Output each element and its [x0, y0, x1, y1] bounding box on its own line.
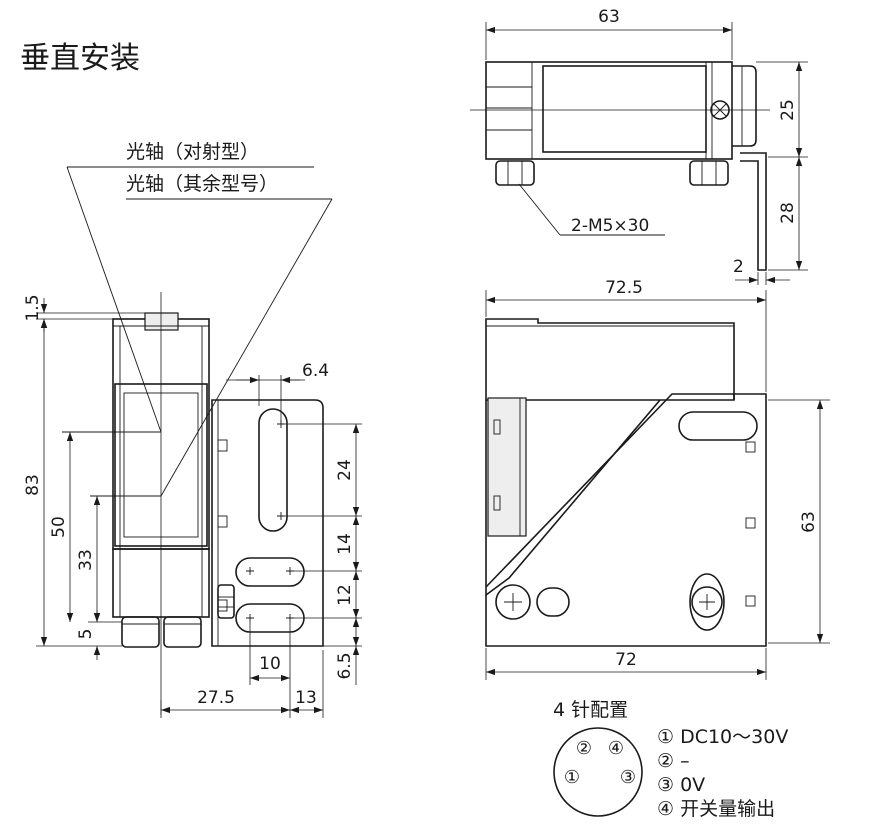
dim-slot-10: 10: [259, 654, 281, 674]
top-nut-right: [689, 160, 729, 186]
side-screw-right-outer: [689, 573, 725, 631]
top-sensor-body: [485, 61, 733, 160]
dim-slot-offset: 6.4: [302, 361, 329, 381]
dim-side-height: 63: [799, 511, 819, 533]
side-screw-left: [495, 584, 531, 620]
dim-top-height: 25: [778, 99, 798, 121]
label-axis-others: 光轴（其余型号）: [126, 173, 278, 195]
dim-side-bottom-width: 72: [615, 650, 637, 670]
front-view: 光轴（对射型） 光轴（其余型号）: [23, 141, 362, 718]
front-top-cap: [144, 312, 179, 331]
dim-slot-12: 12: [335, 584, 355, 606]
pin-legend-2: ② –: [657, 750, 690, 772]
label-axis-through-beam: 光轴（对射型）: [126, 141, 259, 163]
front-connector-right: [163, 616, 202, 648]
pin-legend-4: ④ 开关量输出: [657, 798, 775, 820]
pin-legend-1: ① DC10～30V: [657, 726, 788, 748]
dim-front-axis-50: 50: [49, 516, 69, 538]
dim-front-top-gap: 1.5: [23, 294, 43, 321]
side-slot: [678, 411, 758, 441]
top-connector: [732, 65, 757, 147]
side-screw-right: [691, 586, 723, 618]
dim-slot-6-5: 6.5: [335, 652, 355, 679]
connector-pinout: 4 针配置 ② ④ ① ③ ① DC10～30V ② – ③ 0V ④ 开关量输…: [553, 699, 788, 820]
connector-face: [553, 727, 643, 817]
dim-slot-14: 14: [335, 533, 355, 555]
pin-legend-3: ③ 0V: [657, 774, 705, 796]
top-screw: [710, 100, 730, 120]
dim-side-width: 72.5: [605, 278, 643, 298]
top-bracket: [740, 152, 767, 271]
connector-title: 4 针配置: [553, 699, 628, 721]
pin-2: ②: [576, 738, 592, 759]
dim-front-height: 83: [23, 474, 43, 496]
label-screw-spec: 2-M5×30: [571, 216, 649, 236]
front-connector-left: [121, 616, 160, 648]
dim-width-13: 13: [295, 688, 317, 708]
page-title: 垂直安装: [20, 41, 140, 76]
top-view: 2-M5×30 63 25 28 2: [470, 7, 808, 285]
bracket-slot-horizontal-upper: [235, 557, 305, 587]
pin-1: ①: [564, 767, 580, 788]
side-bracket-plate: [485, 393, 767, 647]
front-bracket: [211, 399, 324, 647]
front-side-nut: [217, 584, 235, 619]
side-view: 72.5 63 72: [485, 278, 830, 680]
dim-width-27-5: 27.5: [197, 688, 235, 708]
dim-front-axis-33: 33: [76, 549, 96, 571]
dim-bracket-thickness: 2: [733, 257, 744, 277]
side-sensor-body: [485, 318, 735, 401]
dim-front-bottom-5: 5: [76, 629, 96, 640]
dim-slot-24: 24: [335, 459, 355, 481]
pin-3: ③: [620, 767, 636, 788]
dim-bracket-height: 28: [778, 202, 798, 224]
top-lens-window: [542, 65, 707, 153]
pin-4: ④: [608, 738, 624, 759]
top-nut-left: [495, 160, 535, 186]
dim-top-width: 63: [598, 7, 620, 27]
bracket-slot-vertical: [258, 408, 288, 532]
